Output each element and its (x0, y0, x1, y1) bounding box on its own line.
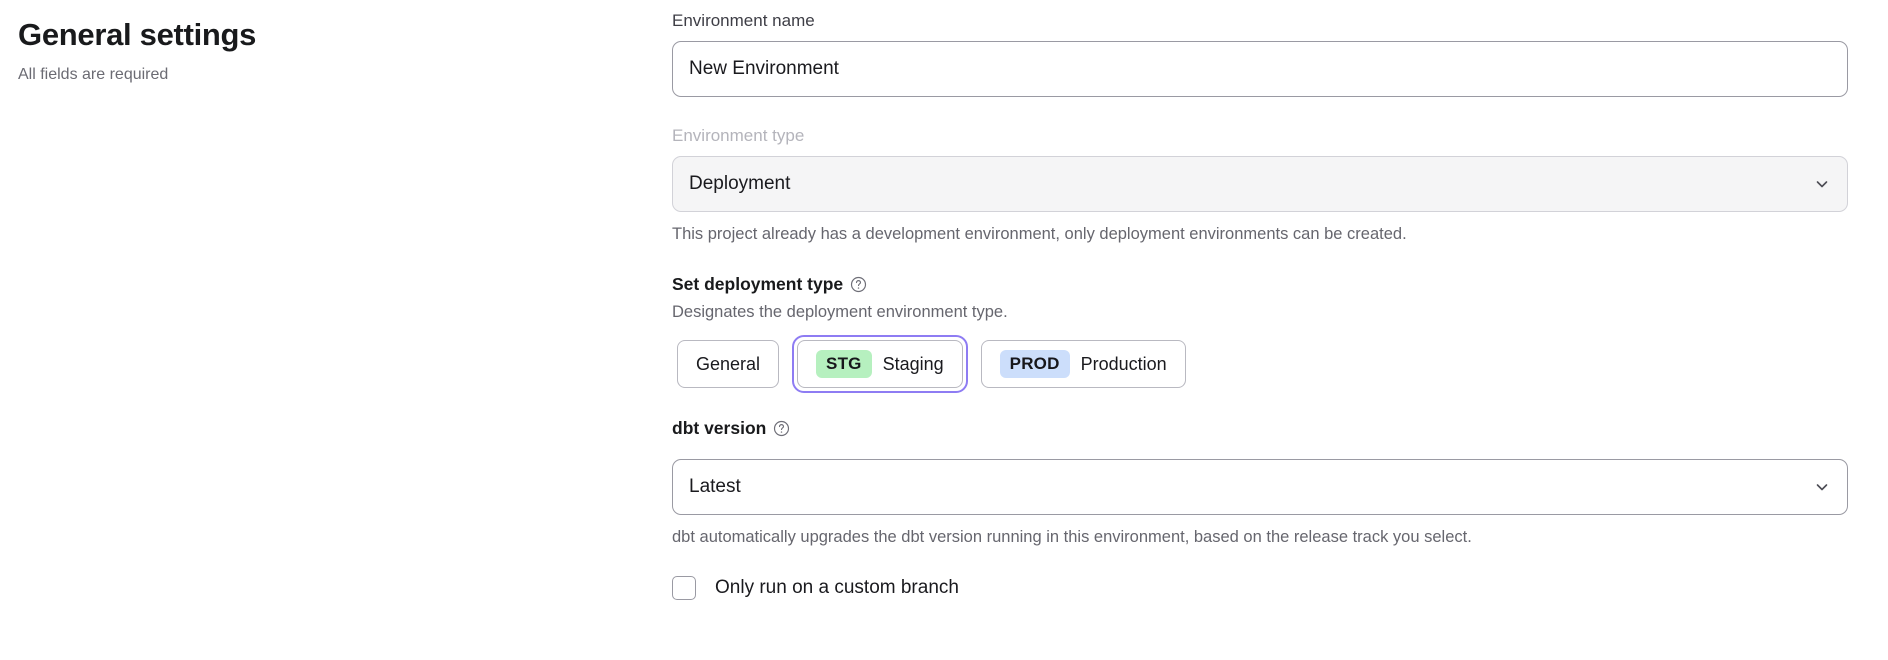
deployment-option-staging-wrap: STG Staging (792, 335, 968, 394)
environment-name-label: Environment name (672, 11, 815, 30)
deployment-option-production-badge: PROD (999, 350, 1070, 379)
dbt-version-value: Latest (689, 476, 741, 498)
deployment-option-general[interactable]: General (677, 340, 780, 389)
custom-branch-label[interactable]: Only run on a custom branch (715, 577, 959, 599)
environment-type-select[interactable]: Deployment (672, 156, 1848, 213)
environment-name-input[interactable] (672, 41, 1848, 98)
field-environment-type: Environment type Deployment This project… (672, 125, 1848, 245)
deployment-type-group: General STG Staging PROD Production (672, 335, 1848, 394)
dbt-version-helper: dbt automatically upgrades the dbt versi… (672, 528, 1472, 547)
question-circle-icon[interactable] (773, 420, 790, 437)
settings-header: General settings All fields are required (18, 16, 518, 86)
chevron-down-icon (1814, 479, 1830, 495)
settings-form: Environment name Environment type Deploy… (672, 10, 1848, 601)
dbt-version-label-row: dbt version (672, 417, 1848, 440)
question-circle-icon[interactable] (850, 276, 867, 293)
field-environment-name: Environment name (672, 10, 1848, 98)
deployment-option-staging-label: Staging (882, 353, 944, 374)
environment-type-label: Environment type (672, 126, 805, 146)
dbt-version-select[interactable]: Latest (672, 459, 1848, 516)
deployment-option-production-wrap: PROD Production (976, 335, 1191, 393)
deployment-type-label-row: Set deployment type (672, 273, 1848, 296)
custom-branch-checkbox[interactable] (672, 576, 696, 601)
deployment-option-production[interactable]: PROD Production (980, 340, 1186, 389)
custom-branch-row: Only run on a custom branch (672, 576, 1848, 601)
deployment-option-production-label: Production (1080, 353, 1167, 374)
field-dbt-version: dbt version Latest dbt automatically upg… (672, 417, 1848, 548)
chevron-down-icon (1814, 176, 1830, 192)
dbt-version-label: dbt version (672, 418, 767, 439)
field-deployment-type: Set deployment type Designates the deplo… (672, 273, 1848, 394)
environment-type-value: Deployment (689, 173, 791, 195)
deployment-option-staging-badge: STG (816, 350, 872, 379)
deployment-type-description: Designates the deployment environment ty… (672, 303, 1008, 322)
environment-type-helper: This project already has a development e… (672, 225, 1407, 244)
page-subtitle: All fields are required (18, 66, 169, 84)
deployment-type-label: Set deployment type (672, 274, 844, 295)
deployment-option-general-label: General (696, 353, 761, 374)
page-title: General settings (18, 17, 257, 52)
deployment-option-staging[interactable]: STG Staging (797, 340, 963, 389)
deployment-option-general-wrap: General (672, 335, 784, 393)
